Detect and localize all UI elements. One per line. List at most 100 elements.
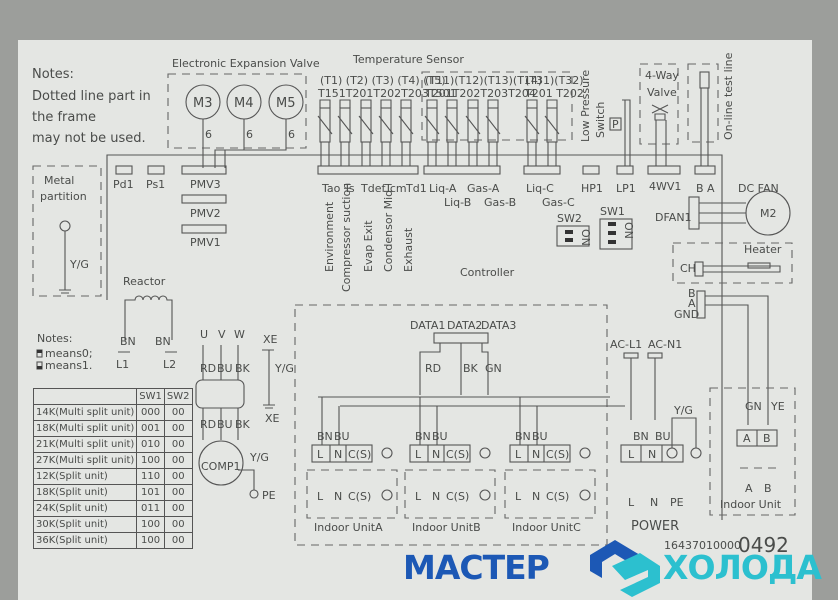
svg-text:BN: BN — [155, 335, 171, 348]
svg-text:BN: BN — [120, 335, 136, 348]
compressor-icon — [198, 440, 244, 486]
thermistor-icon — [444, 99, 460, 166]
svg-text:BK: BK — [235, 418, 251, 431]
thermistor-icon — [465, 99, 481, 166]
notes-title: Notes: — [32, 67, 74, 82]
thermistor-icon — [485, 99, 501, 166]
sensor-parts: T201 T202 — [524, 87, 584, 100]
data-connector — [433, 332, 489, 344]
table-cell: 00 — [163, 404, 193, 421]
svg-text:L: L — [317, 448, 324, 461]
thermistor-icon — [398, 99, 414, 166]
svg-text:A: A — [745, 482, 753, 495]
thermistor-icon — [544, 99, 560, 166]
watermark-left: МАСТЕР — [403, 548, 550, 587]
heater-frame — [672, 242, 793, 284]
sensor-name: Exhaust — [402, 227, 415, 272]
reactor-label: Reactor — [123, 275, 166, 288]
svg-text:A: A — [688, 297, 696, 310]
sw1-switch — [599, 218, 633, 250]
svg-text:C(S): C(S) — [546, 448, 569, 461]
table-cell: 00 — [163, 452, 193, 469]
svg-text:L: L — [515, 448, 522, 461]
table-cell: 110 — [136, 468, 165, 485]
svg-text:BK: BK — [463, 362, 479, 375]
ground-icon — [59, 220, 71, 232]
table-cell: 101 — [136, 484, 165, 501]
notes2-title: Notes: — [37, 332, 72, 345]
svg-text:ON: ON — [622, 222, 635, 239]
thermistor-icon — [358, 99, 374, 166]
svg-text:L: L — [415, 448, 422, 461]
svg-text:M5: M5 — [276, 96, 296, 111]
switch-label: Switch — [594, 102, 607, 138]
column-header — [32, 388, 138, 405]
table-cell: 00 — [163, 484, 193, 501]
valve-icon — [651, 104, 669, 166]
svg-text:Metal: Metal — [44, 174, 74, 187]
svg-text:L1: L1 — [116, 358, 129, 371]
svg-text:XE: XE — [263, 333, 278, 346]
svg-text:C(S): C(S) — [446, 448, 469, 461]
svg-text:DATA1: DATA1 — [410, 319, 445, 332]
indoor-unit-label: Indoor Unit — [720, 498, 782, 511]
notes-line: may not be used. — [32, 131, 146, 146]
svg-text:DATA2: DATA2 — [447, 319, 482, 332]
svg-text:C(S): C(S) — [446, 490, 469, 503]
svg-text:L: L — [415, 490, 422, 503]
gas-a-label: Gas-A — [467, 182, 500, 195]
table-cell: 00 — [163, 420, 193, 437]
svg-text:N: N — [650, 496, 658, 509]
svg-text:BU: BU — [532, 430, 548, 443]
svg-text:N: N — [432, 448, 440, 461]
heater-icon — [747, 262, 771, 269]
power-label: POWER — [631, 519, 679, 534]
pressure-switch-icon: P — [612, 118, 619, 131]
svg-text:W: W — [234, 328, 245, 341]
temp-sensor-title: Temperature Sensor — [352, 53, 464, 66]
table-cell: 00 — [163, 500, 193, 517]
tcm-label: Tcm — [384, 182, 407, 195]
table-cell: 100 — [136, 452, 165, 469]
dfan1-label: DFAN1 — [655, 211, 692, 224]
thermistor-group — [317, 99, 561, 175]
controller-label: Controller — [460, 266, 515, 279]
ch-label: CH — [680, 262, 696, 275]
svg-text:N: N — [432, 490, 440, 503]
table-cell: 010 — [136, 436, 165, 453]
svg-text:partition: partition — [40, 190, 87, 203]
compressor-label: COMP1 — [201, 460, 240, 473]
table-cell: 00 — [163, 532, 193, 549]
hp1-label: HP1 — [581, 182, 603, 195]
svg-text:XE: XE — [265, 412, 280, 425]
ac-l1-label: AC-L1 — [610, 338, 642, 351]
svg-text:means0;: means0; — [45, 347, 93, 360]
ts-label: Ts — [343, 182, 355, 195]
table-cell: 011 — [136, 500, 165, 517]
table-cell: 100 — [136, 532, 165, 549]
table-cell: 36K(Split unit) — [32, 532, 138, 549]
table-cell: 18K(Split unit) — [32, 484, 138, 501]
watermark-right: ХОЛОДА — [663, 548, 822, 587]
indoor-unit-label: Indoor UnitB — [412, 521, 481, 534]
eev-title: Electronic Expansion Valve — [172, 57, 320, 70]
svg-text:N: N — [334, 490, 342, 503]
liq-a-label: Liq-A — [429, 182, 457, 195]
svg-text:ON: ON — [579, 229, 592, 246]
table-cell: 24K(Split unit) — [32, 500, 138, 517]
low-pressure-label: Low Pressure — [579, 70, 592, 142]
indoor-unit-label: Indoor UnitA — [314, 521, 383, 534]
svg-text:M4: M4 — [234, 96, 254, 111]
svg-text:A: A — [743, 432, 751, 445]
svg-text:GN: GN — [485, 362, 502, 375]
svg-text:N: N — [532, 490, 540, 503]
fan-motor-label: M2 — [760, 207, 777, 220]
svg-text:Y/G: Y/G — [274, 362, 294, 375]
sensor-name: Evap Exit — [362, 220, 375, 272]
tdef-label: Tdef — [360, 182, 386, 195]
svg-text:L: L — [317, 490, 324, 503]
